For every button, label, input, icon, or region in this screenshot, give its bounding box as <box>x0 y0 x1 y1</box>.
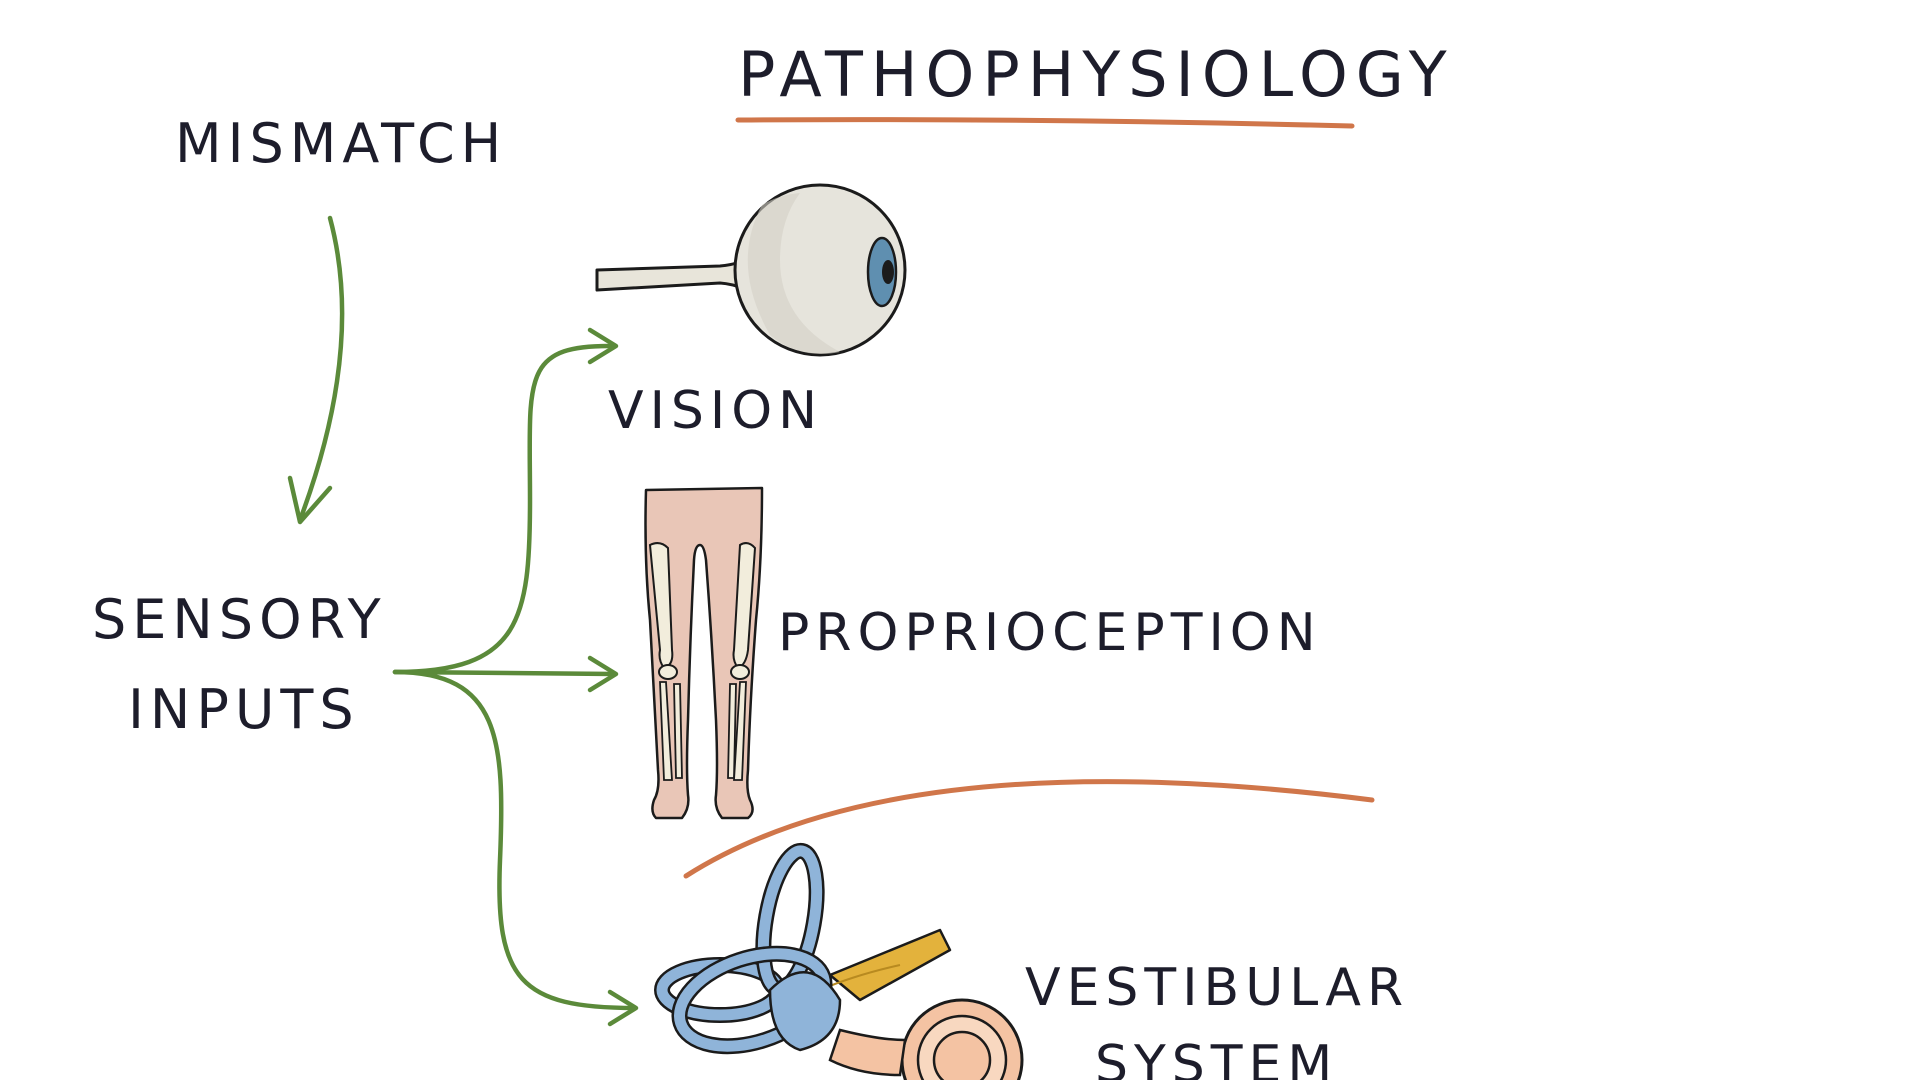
inner-ear-icon <box>654 842 1024 1080</box>
arrow-to-proprioception-head <box>587 655 619 693</box>
sensory-label: SENSORY <box>92 588 387 651</box>
title-underline <box>735 117 1355 129</box>
divider-arc <box>683 779 1375 879</box>
inputs-label: INPUTS <box>128 678 360 741</box>
arrow-to-vision <box>392 343 615 675</box>
legs-icon <box>644 486 764 820</box>
vestibular-label: VESTIBULAR <box>1025 958 1409 1018</box>
mismatch-label: MISMATCH <box>175 112 507 175</box>
mismatch-arrowhead <box>287 475 333 525</box>
mismatch-arrow <box>297 215 345 523</box>
page-title: PATHOPHYSIOLOGY <box>738 38 1455 111</box>
arrow-to-vestibular-head <box>607 989 639 1027</box>
arrow-to-vision-head <box>587 327 619 365</box>
vision-label: VISION <box>608 381 823 441</box>
proprioception-label: PROPRIOCEPTION <box>778 603 1322 663</box>
arrow-to-proprioception <box>392 669 617 677</box>
system-label: SYSTEM <box>1095 1035 1338 1080</box>
eyeball-icon <box>595 183 907 357</box>
arrow-to-vestibular <box>392 669 638 1011</box>
